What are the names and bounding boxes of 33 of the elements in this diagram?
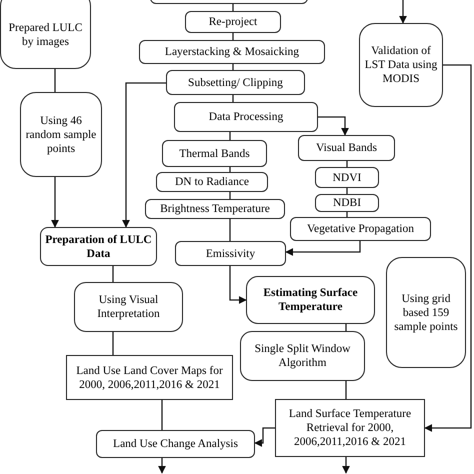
arrow (122, 82, 166, 228)
process-box: Estimating Surface Temperature (246, 276, 375, 324)
process-box: Preparation of LULC Data (40, 227, 157, 266)
arrow (254, 427, 275, 447)
process-box: NDVI (315, 167, 379, 188)
process-box: Emissivity (175, 241, 286, 266)
process-box: NDBI (315, 194, 379, 212)
process-box: Land Use Change Analysis (96, 430, 255, 458)
process-box: Prepared LULC by images (0, 0, 91, 69)
process-box: Thermal Bands (162, 140, 267, 167)
process-box: Visual Bands (298, 135, 395, 161)
arrow (158, 458, 166, 474)
arrow (424, 64, 472, 432)
process-box: Validation of LST Data using MODIS (359, 23, 443, 107)
process-box: Brightness Temperature (145, 199, 285, 219)
process-box: Land Use Land Cover Maps for 2000, 2006,2011,2016 & 2021 (66, 355, 233, 400)
process-box: Single Split Window Algorithm (240, 331, 365, 381)
arrow (399, 0, 407, 24)
process-box: Re-project (185, 11, 281, 33)
process-box: Data Processing (174, 102, 318, 132)
process-box: Using grid based 159 sample points (386, 257, 466, 368)
arrow (342, 457, 350, 474)
process-box: Using Visual Interpretation (74, 282, 183, 332)
arrow (51, 177, 59, 228)
process-box: Subsetting/ Clipping (166, 70, 305, 95)
arrow (318, 116, 349, 136)
process-box: Layerstacking & Mosaicking (139, 40, 325, 64)
arrow (229, 266, 247, 304)
process-box: Vegetative Propagation (290, 217, 431, 241)
process-box: DN to Radiance (156, 172, 268, 192)
process-box: Using 46 random sample points (20, 92, 102, 177)
process-box: Land Surface Temperature Retrieval for 2000, 2006,2011,2016 & 2021 (275, 399, 425, 457)
arrow (285, 241, 361, 256)
